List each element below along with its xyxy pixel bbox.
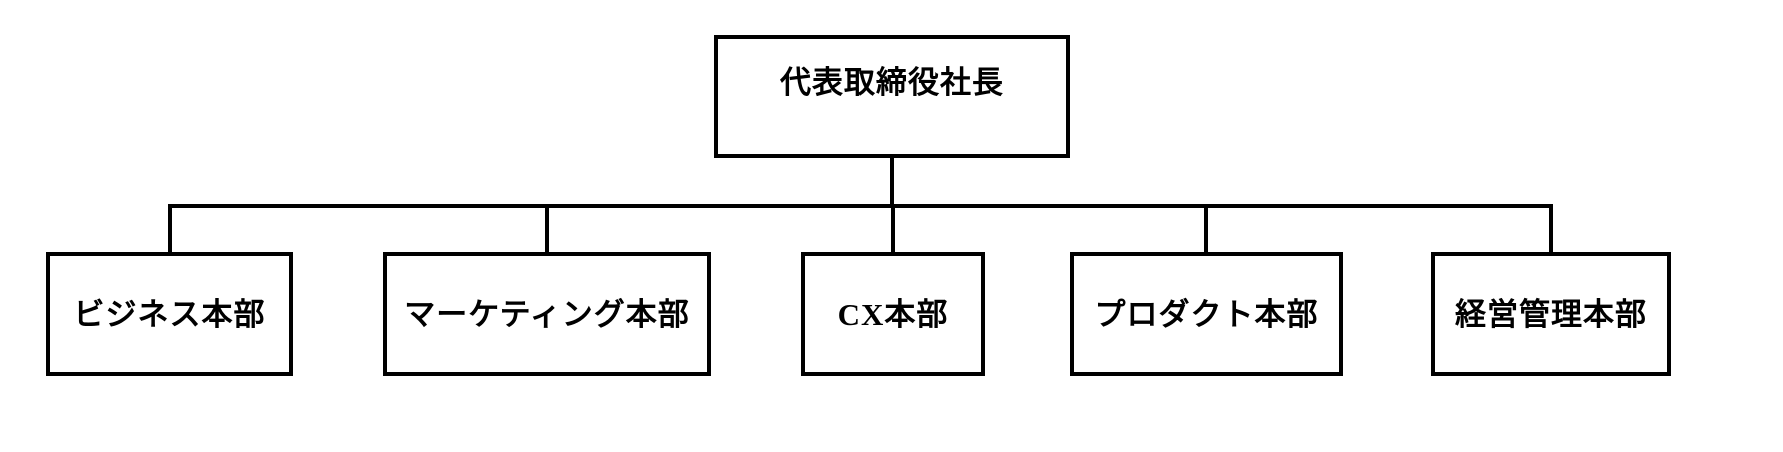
- connector-root-stub: [890, 158, 894, 208]
- org-node-management: 経営管理本部: [1431, 252, 1671, 376]
- org-node-business-label: ビジネス本部: [73, 296, 266, 332]
- connector-drop-business: [168, 204, 172, 254]
- connector-drop-marketing: [545, 204, 549, 254]
- org-node-cx: CX本部: [801, 252, 985, 376]
- org-node-marketing: マーケティング本部: [383, 252, 711, 376]
- org-node-root-label: 代表取締役社長: [780, 65, 1004, 100]
- org-node-management-label: 経営管理本部: [1455, 296, 1647, 332]
- org-node-product: プロダクト本部: [1070, 252, 1343, 376]
- org-node-business: ビジネス本部: [46, 252, 293, 376]
- org-node-root: 代表取締役社長: [714, 35, 1070, 158]
- connector-drop-management: [1549, 204, 1553, 254]
- org-node-marketing-label: マーケティング本部: [404, 296, 690, 332]
- connector-horizontal-bus: [168, 204, 1553, 208]
- connector-drop-product: [1204, 204, 1208, 254]
- org-node-product-label: プロダクト本部: [1094, 296, 1319, 332]
- connector-drop-cx: [891, 204, 895, 254]
- org-node-cx-label: CX本部: [837, 296, 949, 332]
